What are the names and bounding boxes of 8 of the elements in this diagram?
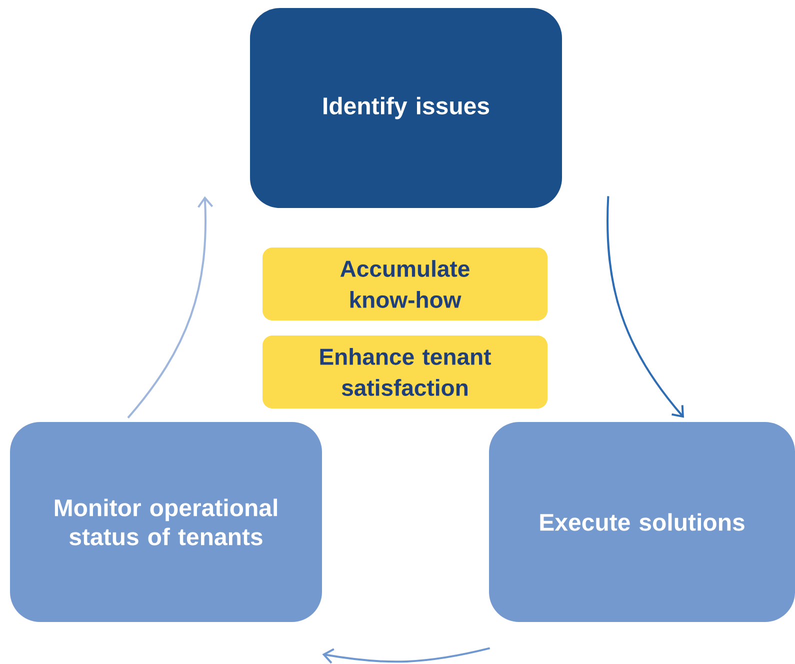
goal-box: Accumulate know-how [262,248,548,320]
step-box: Monitor operational status of tenants [10,422,322,622]
arrow [127,196,214,418]
arrow [606,196,684,418]
arrow [322,647,490,664]
step-box: Execute solutions [489,422,795,622]
step-box: Identify issues [250,8,562,208]
goal-box: Enhance tenant satisfaction [262,336,548,408]
